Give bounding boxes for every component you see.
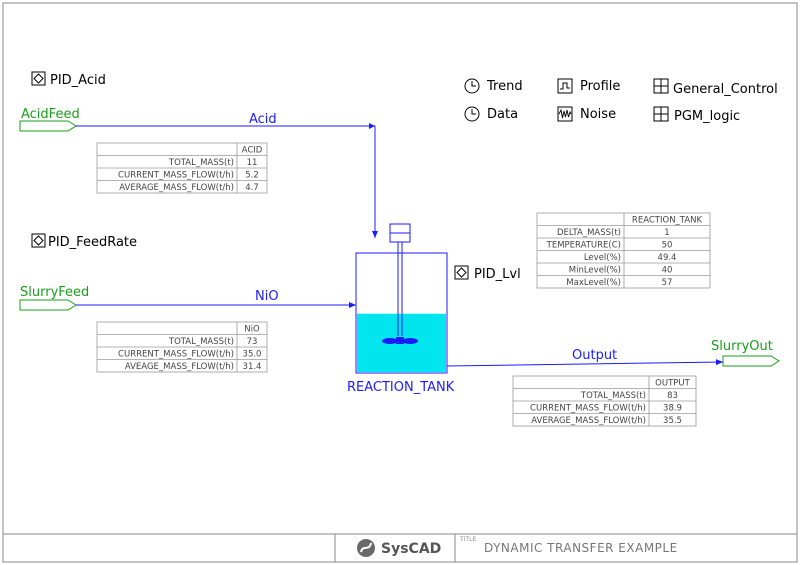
feeder-slurryout[interactable]: SlurryOut — [711, 339, 780, 367]
clock-icon — [464, 78, 480, 94]
profile-icon — [557, 78, 573, 94]
feeder-arrow-shape — [722, 355, 780, 367]
syscad-logo: SysCAD — [357, 539, 441, 557]
pid-icon — [31, 71, 46, 86]
table-acid: ACID TOTAL_MASS(t) 11CURRENT_MASS_FLOW(t/h… — [96, 142, 268, 194]
tool-profile-label: Profile — [580, 79, 620, 94]
unit-name: REACTION_TANK — [347, 380, 455, 395]
table-header: NiO — [244, 325, 260, 335]
table-row-label: MaxLevel(%) — [566, 278, 621, 288]
table-output: OUTPUT TOTAL_MASS(t) 83CURRENT_MASS_FLOW(t… — [512, 375, 697, 427]
pipe-nio[interactable]: NiO — [76, 289, 356, 308]
table-reaction-tank: REACTION_TANK DELTA_MASS(t) 1TEMPERATURE(C… — [536, 212, 711, 289]
tool-data[interactable]: Data — [464, 106, 518, 122]
tool-pgm-logic-label: PGM_logic — [674, 109, 740, 124]
grid-icon — [653, 106, 669, 122]
table-row-value: 35.5 — [663, 416, 682, 426]
pid-acid-label: PID_Acid — [50, 73, 106, 88]
pid-icon — [31, 233, 46, 248]
table-row-value: 50 — [662, 241, 673, 251]
pid-icon — [454, 265, 469, 280]
impeller-icon — [382, 337, 418, 344]
feeder-slurryfeed[interactable]: SlurryFeed — [19, 285, 89, 311]
table-row-label: TEMPERATURE(C) — [546, 241, 621, 251]
table-row-value: 83 — [667, 391, 678, 401]
tool-noise-label: Noise — [580, 107, 616, 122]
stream-acid-label: Acid — [249, 112, 277, 127]
tool-data-label: Data — [487, 107, 518, 122]
tool-profile[interactable]: Profile — [557, 78, 620, 94]
pid-acid[interactable]: PID_Acid — [31, 71, 106, 88]
agitator-motor-icon — [389, 223, 411, 243]
table-header: ACID — [242, 146, 263, 156]
table-row-value: 31.4 — [243, 362, 262, 372]
table-row-label: CURRENT_MASS_FLOW(t/h) — [118, 171, 234, 181]
feeder-arrow-shape — [19, 299, 77, 311]
table-row-label: TOTAL_MASS(t) — [580, 391, 646, 401]
table-row-label: TOTAL_MASS(t) — [168, 337, 234, 347]
table-row-value: 49.4 — [658, 253, 677, 263]
diamond-icon — [33, 73, 44, 84]
pid-lvl[interactable]: PID_Lvl — [454, 265, 521, 282]
table-row-label: AVERAGE_MASS_FLOW(t/h) — [119, 183, 234, 193]
table-row-value: 35.0 — [243, 350, 262, 360]
table-row-label: CURRENT_MASS_FLOW(t/h) — [530, 404, 646, 414]
feeder-slurryfeed-label: SlurryFeed — [20, 285, 89, 300]
tool-general-control[interactable]: General_Control — [653, 78, 778, 97]
diamond-icon — [456, 267, 467, 278]
feeder-acidfeed[interactable]: AcidFeed — [19, 107, 80, 132]
table-row-value: 40 — [662, 266, 673, 276]
pipe-output[interactable]: Output — [446, 348, 724, 367]
pipe-output-line — [446, 359, 724, 367]
table-row-label: Level(%) — [584, 253, 621, 263]
stream-output-label: Output — [572, 348, 617, 363]
table-nio: NiO TOTAL_MASS(t) 73CURRENT_MASS_FLOW(t/h)… — [96, 321, 268, 373]
tool-pgm-logic[interactable]: PGM_logic — [653, 106, 740, 124]
table-row-value: 57 — [662, 278, 673, 288]
table-row-label: TOTAL_MASS(t) — [168, 158, 234, 168]
agitator-shaft — [397, 242, 403, 336]
tool-trend-label: Trend — [486, 79, 523, 94]
table-row-label: AVERAGE_MASS_FLOW(t/h) — [531, 416, 646, 426]
tool-trend[interactable]: Trend — [464, 78, 523, 94]
title-block: SysCAD TITLE DYNAMIC TRANSFER EXAMPLE — [3, 533, 797, 562]
title-prefix: TITLE — [459, 536, 476, 543]
table-row-label: DELTA_MASS(t) — [557, 228, 621, 238]
table-row-value: 4.7 — [245, 183, 259, 193]
table-header: REACTION_TANK — [632, 216, 703, 226]
pid-feedrate-label: PID_FeedRate — [48, 235, 137, 250]
table-row-label: MinLevel(%) — [569, 266, 621, 276]
table-header: OUTPUT — [655, 379, 690, 389]
table-row-label: CURRENT_MASS_FLOW(t/h) — [118, 350, 234, 360]
reaction-tank[interactable]: REACTION_TANK — [347, 223, 455, 395]
pid-feedrate[interactable]: PID_FeedRate — [31, 233, 137, 250]
table-row-value: 5.2 — [245, 171, 259, 181]
feeder-slurryout-label: SlurryOut — [711, 339, 773, 354]
table-row-value: 1 — [664, 228, 669, 238]
table-row-value: 73 — [247, 337, 258, 347]
brand-text: SysCAD — [381, 541, 441, 557]
pid-lvl-label: PID_Lvl — [474, 267, 521, 282]
grid-icon — [653, 78, 669, 94]
clock-icon — [464, 106, 480, 122]
feeder-arrow-shape — [19, 120, 77, 132]
diamond-icon — [33, 235, 44, 246]
stream-nio-label: NiO — [255, 289, 279, 304]
table-row-value: 38.9 — [663, 404, 682, 414]
table-row-value: 11 — [247, 158, 258, 168]
noise-icon — [557, 106, 573, 122]
drawing-title: DYNAMIC TRANSFER EXAMPLE — [484, 541, 678, 555]
tool-general-control-label: General_Control — [673, 82, 778, 97]
pipe-acid[interactable]: Acid — [76, 112, 378, 238]
tool-noise[interactable]: Noise — [557, 106, 616, 122]
arrowhead-icon — [369, 123, 375, 129]
table-row-label: AVEAGE_MASS_FLOW(t/h) — [125, 362, 234, 372]
feeder-acidfeed-label: AcidFeed — [21, 107, 80, 122]
